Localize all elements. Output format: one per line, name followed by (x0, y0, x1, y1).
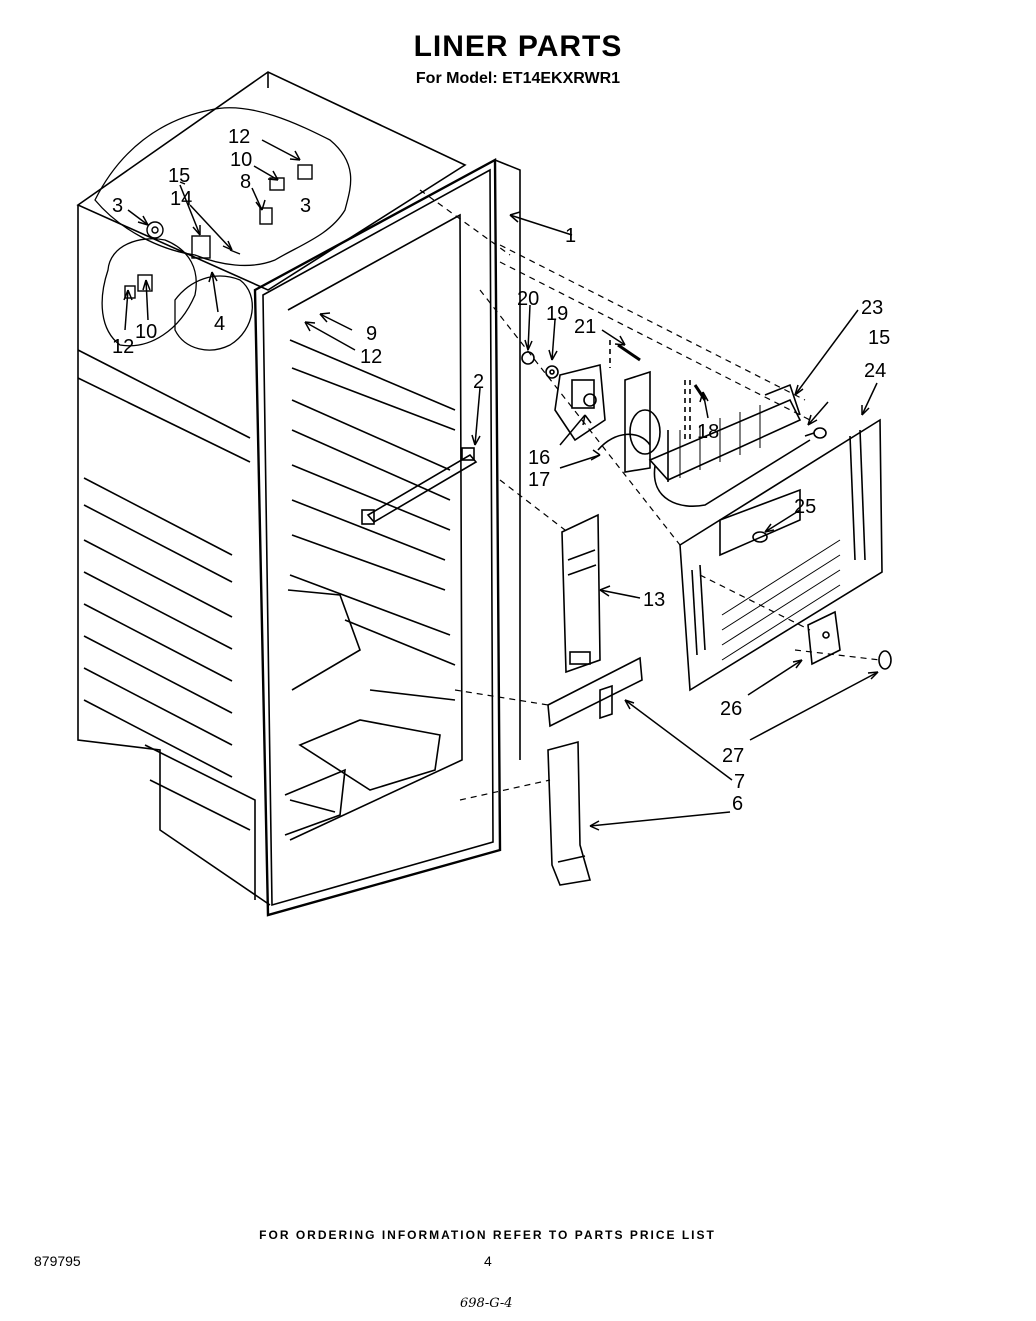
dashed-assembly-lines (419, 189, 881, 801)
callout-3: 3 (300, 195, 311, 217)
callout-23: 23 (861, 297, 883, 319)
callout-10: 10 (135, 321, 157, 343)
callout-7: 7 (734, 771, 745, 793)
evaporator-cover-assembly (648, 383, 892, 692)
cutaway-region-top (94, 107, 352, 351)
callout-24: 24 (864, 360, 886, 382)
callout-12: 12 (112, 336, 134, 358)
callout-18: 18 (697, 421, 719, 443)
callout-4: 4 (214, 313, 225, 335)
page-number: 4 (484, 1253, 492, 1269)
ordering-note: FOR ORDERING INFORMATION REFER TO PARTS … (259, 1228, 716, 1242)
callout-15: 15 (168, 165, 190, 187)
callout-25: 25 (794, 496, 816, 518)
callout-15: 15 (868, 327, 890, 349)
callout-12: 12 (228, 126, 250, 148)
callout-9: 9 (366, 323, 377, 345)
air-duct-parts (547, 513, 643, 886)
model-subtitle: For Model: ET14EKXRWR1 (415, 70, 621, 87)
callout-26: 26 (720, 698, 742, 720)
callout-leader-lines (123, 139, 879, 831)
callout-12: 12 (360, 346, 382, 368)
handwritten-note: 698-G-4 (460, 1296, 513, 1311)
callout-1: 1 (565, 225, 576, 247)
callout-16: 16 (528, 447, 550, 469)
callout-6: 6 (732, 793, 743, 815)
callout-14: 14 (170, 188, 192, 210)
callout-10: 10 (230, 149, 252, 171)
document-number: 879795 (34, 1253, 81, 1269)
callout-27: 27 (722, 745, 744, 767)
cutaway-small-parts (124, 164, 313, 299)
callout-8: 8 (240, 171, 251, 193)
callout-19: 19 (546, 303, 568, 325)
callout-20: 20 (517, 288, 539, 310)
callout-13: 13 (643, 589, 665, 611)
cabinet-body (76, 71, 467, 906)
callout-numbers: 1 2 3 3 4 6 7 8 9 10 10 12 12 12 13 14 1… (112, 126, 890, 815)
page-title: LINER PARTS (413, 30, 623, 63)
callout-17: 17 (528, 469, 550, 491)
callout-3: 3 (112, 195, 123, 217)
callout-2: 2 (473, 371, 484, 393)
shelf-rail-part-2 (361, 447, 478, 525)
liner-shell (253, 157, 521, 917)
callout-21: 21 (574, 316, 596, 338)
